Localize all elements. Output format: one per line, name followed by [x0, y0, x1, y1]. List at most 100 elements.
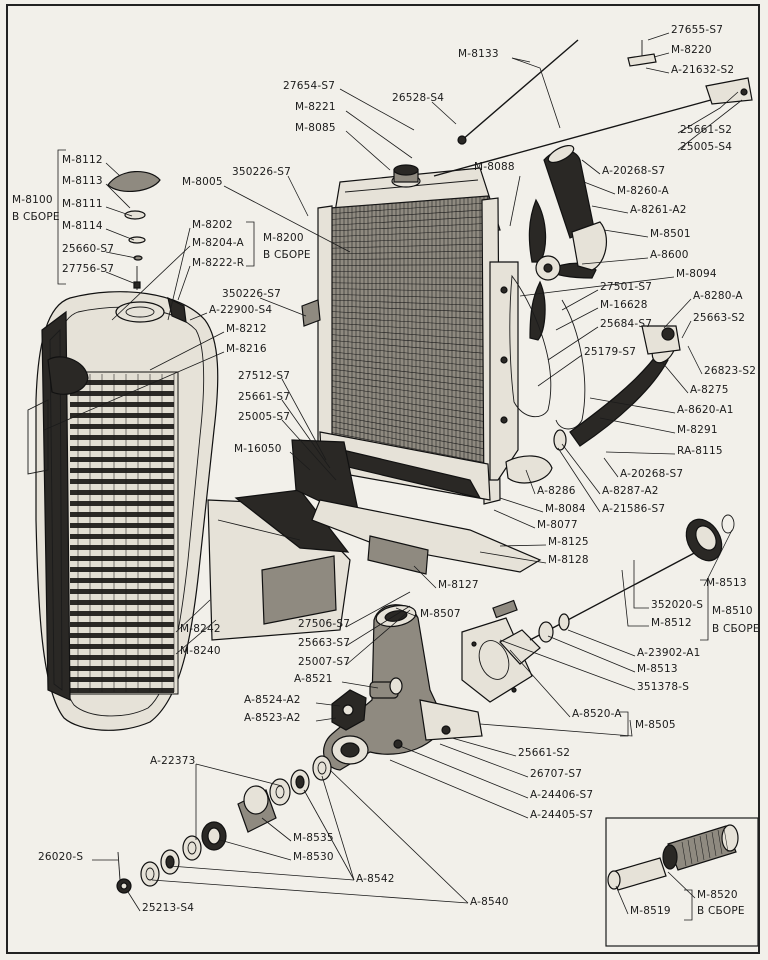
part-label-l8600: A-8600 — [650, 249, 689, 261]
part-label-l27512: 27512-S7 — [238, 370, 290, 382]
part-label-l26528: 26528-S4 — [392, 92, 444, 104]
lower-hose — [505, 325, 681, 484]
part-label-l8542: A-8542 — [356, 873, 395, 885]
part-label-l8128: M-8128 — [548, 554, 589, 566]
part-label-l8524: A-8524-A2 — [244, 694, 301, 706]
part-label-l20268a: A-20268-S7 — [602, 165, 665, 177]
radiator-shroud-lower — [291, 439, 542, 575]
part-label-l8242: M-8242 — [180, 623, 221, 635]
part-label-l25660: 25660-S7 — [62, 243, 114, 255]
part-label-l16050: M-16050 — [234, 443, 282, 455]
part-label-l25005b: 25005-S7 — [238, 411, 290, 423]
part-label-l8521: A-8521 — [294, 673, 333, 685]
radiator — [298, 164, 519, 505]
part-label-l27506: 27506-S7 — [298, 618, 350, 630]
part-label-l8088: M-8088 — [474, 161, 515, 173]
part-label-l25213: 25213-S4 — [142, 902, 194, 914]
emblem — [47, 356, 89, 395]
part-label-l8513b: M-8513 — [637, 663, 678, 675]
part-label-l27501: 27501-S7 — [600, 281, 652, 293]
part-label-l8202: M-8202 — [192, 219, 233, 231]
part-label-l8111: M-8111 — [62, 198, 103, 210]
part-label-lvsbore4: В СБОРЕ — [697, 905, 745, 917]
part-label-l16628: M-16628 — [600, 299, 648, 311]
part-label-l25684: 25684-S7 — [600, 318, 652, 330]
part-label-l8530: M-8530 — [293, 851, 334, 863]
part-label-l8512: M-8512 — [651, 617, 692, 629]
bearing-stack — [116, 755, 332, 894]
part-label-l8275: A-8275 — [690, 384, 729, 396]
part-label-l8240: M-8240 — [180, 645, 221, 657]
part-label-l8127: M-8127 — [438, 579, 479, 591]
part-label-l8523: A-8523-A2 — [244, 712, 301, 724]
part-label-l8220: M-8220 — [671, 44, 712, 56]
part-label-l20268b: A-20268-S7 — [620, 468, 683, 480]
part-label-l8200: M-8200 — [263, 232, 304, 244]
part-label-l25661c: 25661-S2 — [518, 747, 570, 759]
part-label-l8286: A-8286 — [537, 485, 576, 497]
part-label-l25663b: 25663-S7 — [298, 637, 350, 649]
part-label-l351378: 351378-S — [637, 681, 689, 693]
upper-hose — [543, 144, 608, 271]
part-label-l8520b: M-8520 — [697, 889, 738, 901]
part-label-l8519: M-8519 — [630, 905, 671, 917]
part-label-l25663a: 25663-S2 — [693, 312, 745, 324]
part-label-l8114: M-8114 — [62, 220, 103, 232]
part-label-l24406: A-24406-S7 — [530, 789, 593, 801]
part-label-lvsbore1: В СБОРЕ — [12, 211, 60, 223]
part-label-l25179: 25179-S7 — [584, 346, 636, 358]
part-label-l8513a: M-8513 — [706, 577, 747, 589]
grille-bars — [65, 371, 179, 695]
part-label-l25661a: 25661-S2 — [680, 124, 732, 136]
part-label-l23902: A-23902-A1 — [637, 647, 701, 659]
part-label-l8133: M-8133 — [458, 48, 499, 60]
part-label-l8505: M-8505 — [635, 719, 676, 731]
part-label-l8100: M-8100 — [12, 194, 53, 206]
part-label-l8077: M-8077 — [537, 519, 578, 531]
impeller — [331, 677, 403, 731]
diagram-frame — [6, 4, 760, 954]
part-label-l350226a: 350226-S7 — [232, 166, 291, 178]
part-label-l8005: M-8005 — [182, 176, 223, 188]
part-label-l22900: A-22900-S4 — [209, 304, 272, 316]
part-label-l8510: M-8510 — [712, 605, 753, 617]
part-label-l8115: RA-8115 — [677, 445, 723, 457]
part-label-l8216: M-8216 — [226, 343, 267, 355]
part-label-l8291: M-8291 — [677, 424, 718, 436]
part-label-l8540: A-8540 — [470, 896, 509, 908]
part-label-l8261: A-8261-A2 — [630, 204, 687, 216]
part-label-l26707: 26707-S7 — [530, 768, 582, 780]
part-label-l8112: M-8112 — [62, 154, 103, 166]
part-label-l27756: 27756-S7 — [62, 263, 114, 275]
part-label-l22373: A-22373 — [150, 755, 196, 767]
part-label-l8204: M-8204-A — [192, 237, 245, 249]
part-label-l8520a: A-8520-A — [572, 708, 622, 720]
part-label-l8113: M-8113 — [62, 175, 103, 187]
part-label-l25661b: 25661-S7 — [238, 391, 290, 403]
part-label-l352020: 352020-S — [651, 599, 703, 611]
fan-belt — [509, 274, 586, 430]
part-label-l8501: M-8501 — [650, 228, 691, 240]
part-label-l8620: A-8620-A1 — [677, 404, 734, 416]
part-label-l8212: M-8212 — [226, 323, 267, 335]
part-label-l26020: 26020-S — [38, 851, 83, 863]
grille-shell — [27, 291, 219, 731]
part-label-l25005a: 25005-S4 — [680, 141, 732, 153]
part-label-l8125: M-8125 — [548, 536, 589, 548]
filler-cap-stack — [107, 170, 161, 290]
part-label-l8084: M-8084 — [545, 503, 586, 515]
part-label-lvsbore3: В СБОРЕ — [712, 623, 760, 635]
part-label-l8287: A-8287-A2 — [602, 485, 659, 497]
part-label-l8280: A-8280-A — [693, 290, 743, 302]
part-label-l8085: M-8085 — [295, 122, 336, 134]
part-label-l21632: A-21632-S2 — [671, 64, 734, 76]
part-label-l8507: M-8507 — [420, 608, 461, 620]
part-label-l27654: 27654-S7 — [283, 80, 335, 92]
part-label-l27655: 27655-S7 — [671, 24, 723, 36]
part-label-l8260: M-8260-A — [617, 185, 670, 197]
part-label-lvsbore2: В СБОРЕ — [263, 249, 311, 261]
leader-lines — [43, 32, 743, 915]
part-label-l24405: A-24405-S7 — [530, 809, 593, 821]
